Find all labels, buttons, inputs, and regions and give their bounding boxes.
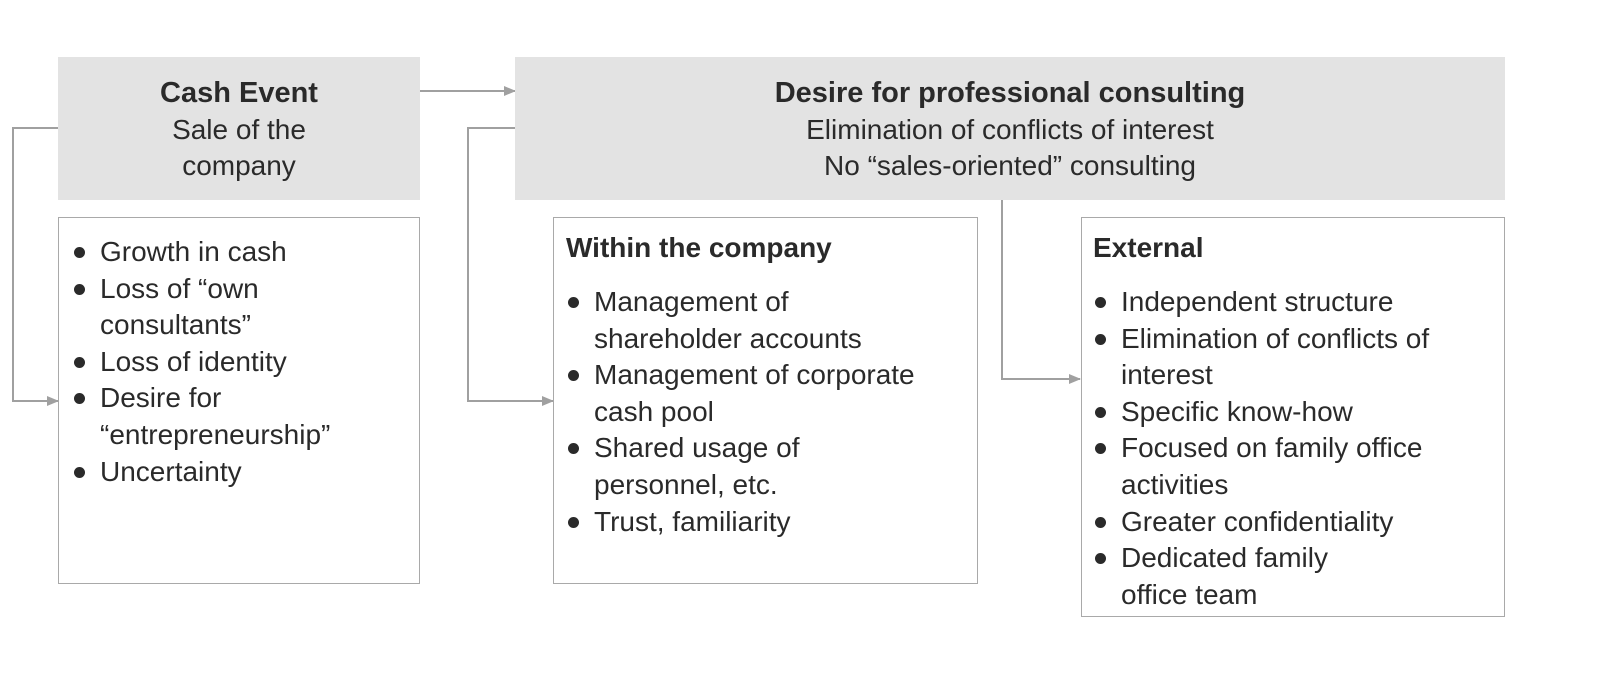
desire-line-2: No “sales-oriented” consulting <box>824 150 1196 181</box>
within-company-panel: Within the company Management of shareho… <box>553 217 978 584</box>
cash-event-title: Cash Event <box>160 77 318 109</box>
desire-title: Desire for professional consulting <box>774 77 1246 109</box>
list-item: Management of corporate cash pool <box>566 357 974 430</box>
arrow-cash-event-to-cash-list <box>12 127 59 406</box>
within-company-list: Management of shareholder accounts Manag… <box>566 284 967 540</box>
list-item: Desire for “entrepreneurship” <box>72 380 330 453</box>
list-item: Elimination of conflicts of interest <box>1093 321 1496 394</box>
external-list: Independent structure Elimination of con… <box>1093 284 1494 613</box>
list-item: Trust, familiarity <box>566 504 967 541</box>
within-company-title: Within the company <box>566 232 832 263</box>
cash-event-line-1: Sale of the <box>172 114 306 145</box>
external-title: External <box>1093 232 1204 263</box>
cash-event-box: Cash Event Sale of the company <box>58 57 420 200</box>
list-item: Loss of “own consultants” <box>72 271 290 344</box>
arrow-desire-to-within <box>467 127 554 406</box>
list-item: Independent structure <box>1093 284 1494 321</box>
list-item: Greater confidentiality <box>1093 504 1494 541</box>
list-item: Management of shareholder accounts <box>566 284 894 357</box>
list-item: Loss of identity <box>72 344 409 381</box>
list-item: Shared usage of personnel, etc. <box>566 430 844 503</box>
list-item: Specific know-how <box>1093 394 1494 431</box>
arrow-desire-to-external <box>1001 200 1081 384</box>
external-panel: External Independent structure Eliminati… <box>1081 217 1505 617</box>
list-item: Dedicated family office team <box>1093 540 1371 613</box>
list-item: Growth in cash <box>72 234 409 271</box>
list-item: Uncertainty <box>72 454 409 491</box>
cash-effects-list: Growth in cash Loss of “own consultants”… <box>72 234 409 490</box>
cash-effects-panel: Growth in cash Loss of “own consultants”… <box>58 217 420 584</box>
cash-event-line-2: company <box>182 150 296 181</box>
desire-box: Desire for professional consulting Elimi… <box>515 57 1505 200</box>
desire-line-1: Elimination of conflicts of interest <box>806 114 1214 145</box>
list-item: Focused on family office activities <box>1093 430 1496 503</box>
